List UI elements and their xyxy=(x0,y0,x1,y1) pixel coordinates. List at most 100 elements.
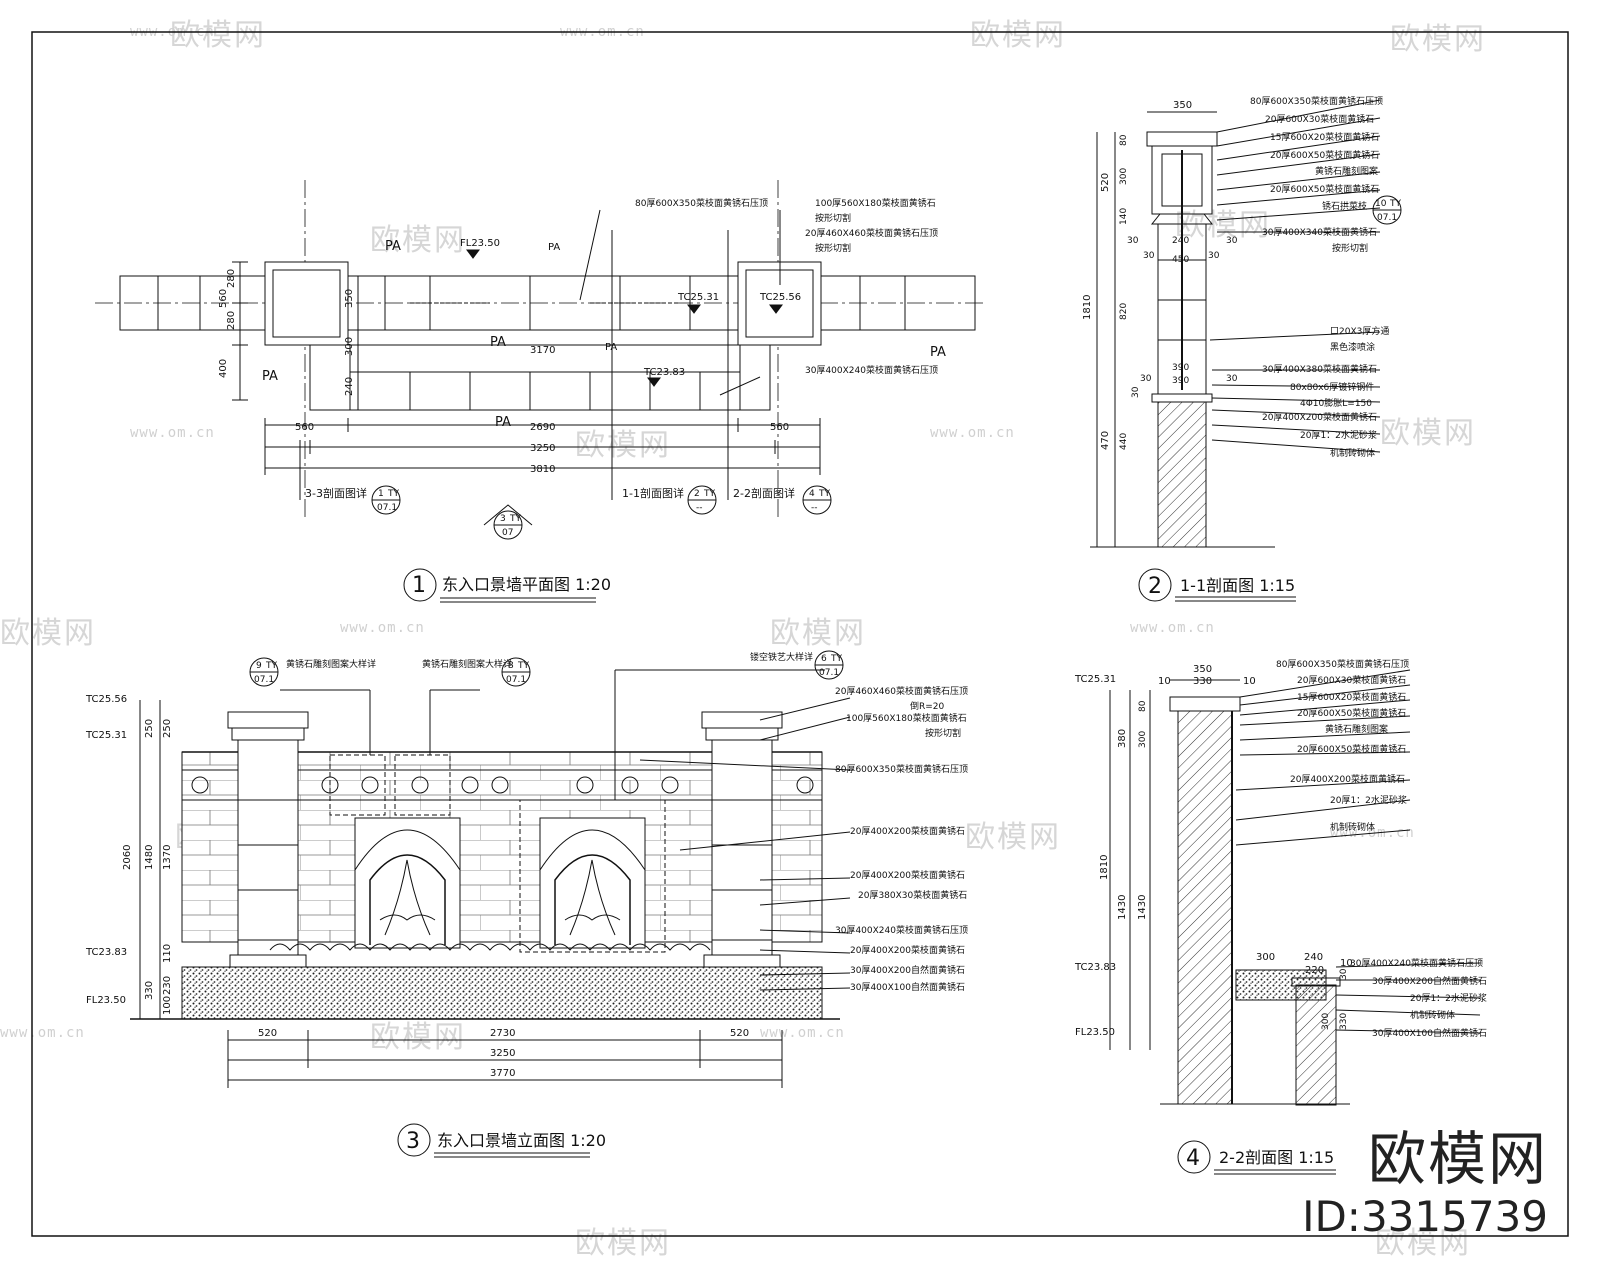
level-mark: TC25.31 xyxy=(677,292,719,303)
dim: 3250 xyxy=(490,1048,515,1059)
dim: 250 xyxy=(162,719,173,738)
dim: 80 xyxy=(1138,700,1148,712)
note: 20厚600X50菜枝面黄锈石 xyxy=(1297,743,1406,755)
section-ref: 3-3剖面图详 xyxy=(305,486,367,500)
note: 20厚400X200菜枝面黄锈石 xyxy=(850,944,965,956)
dim: 30 xyxy=(1208,251,1220,261)
dim: 2690 xyxy=(530,422,555,433)
dim: 350 xyxy=(1173,100,1192,111)
dim: 820 xyxy=(1119,303,1129,320)
zone-label: PA xyxy=(930,345,946,360)
dim: 10 xyxy=(1158,676,1171,687)
note: 口20X3厚方通 xyxy=(1330,325,1389,337)
note: 黑色漆喷涂 xyxy=(1330,341,1375,353)
note: 20厚1：2水泥砂浆 xyxy=(1330,794,1407,806)
note: 按形切割 xyxy=(815,212,851,224)
dim: 300 xyxy=(344,337,355,356)
dim: 280 xyxy=(226,311,237,330)
ref-code: TY xyxy=(265,661,277,671)
level-mark: TC25.31 xyxy=(85,730,127,741)
dim: 10 xyxy=(1340,958,1353,969)
level-mark: FL23.50 xyxy=(86,995,126,1006)
note: 80厚600X350菜枝面黄锈石压顶 xyxy=(1276,658,1409,670)
note: 20厚400X200菜枝面黄锈石 xyxy=(1262,411,1377,423)
plan-view xyxy=(95,180,985,603)
dim: 1810 xyxy=(1099,855,1110,880)
ref-sheet: -- xyxy=(696,503,703,513)
ref-num: 10 xyxy=(1375,199,1387,209)
ref-code: TY xyxy=(818,489,830,499)
dim: 300 xyxy=(1256,952,1275,963)
ref-text: 黄锈石雕刻图案大样详 xyxy=(286,658,376,670)
ref-sheet: -- xyxy=(811,503,818,513)
dim: 560 xyxy=(218,289,229,308)
note: 15厚600X20菜枝面黄锈石 xyxy=(1297,691,1406,703)
note: 100厚560X180菜枝面黄锈石 xyxy=(815,197,936,209)
dim: 440 xyxy=(1119,433,1129,450)
plan-text: 1 东入口景墙平面图 1:20 PA PA PA PA PA PA PA FL2… xyxy=(218,197,946,598)
ref-sheet: 07.1 xyxy=(377,503,397,513)
ref-num: 8 xyxy=(508,661,514,671)
dim: 2060 xyxy=(122,845,133,870)
note: 20厚1：2水泥砂浆 xyxy=(1410,992,1487,1004)
note: 30厚400X100自然面黄锈石 xyxy=(850,981,965,993)
dim: 3250 xyxy=(530,443,555,454)
dim: 1430 xyxy=(1117,895,1128,920)
ref-text: 黄锈石雕刻图案大样详 xyxy=(422,658,512,670)
dim: 250 xyxy=(144,719,155,738)
view-number: 4 xyxy=(1186,1146,1200,1171)
dim: 390 xyxy=(1172,376,1189,386)
note: 锈石拱菜枝 xyxy=(1322,200,1367,212)
dim: 470 xyxy=(1100,431,1111,450)
note: 30厚400X380菜枝面黄锈石 xyxy=(1262,363,1377,375)
dim: 380 xyxy=(1117,729,1128,748)
dim: 110 xyxy=(162,944,173,963)
note: 80厚600X350菜枝面黄锈石压顶 xyxy=(1250,95,1383,107)
elevation-text: 3 东入口景墙立面图 1:20 TC25.56 TC25.31 TC23.83 … xyxy=(85,651,968,1154)
view-number: 2 xyxy=(1148,574,1162,599)
dim: 300 xyxy=(1119,168,1129,185)
ref-num: 1 xyxy=(378,489,384,499)
dim: 1430 xyxy=(1137,895,1148,920)
dim: 140 xyxy=(1119,208,1129,225)
dim: 30 xyxy=(1127,236,1139,246)
level-mark: TC23.83 xyxy=(643,367,685,378)
level-mark: TC23.83 xyxy=(85,947,127,958)
dim: 390 xyxy=(1172,363,1189,373)
dim: 450 xyxy=(1172,255,1189,265)
dim: 30 xyxy=(1140,374,1152,384)
dim: 30 xyxy=(1226,374,1238,384)
ref-num: 9 xyxy=(256,661,262,671)
ref-code: TY xyxy=(387,489,399,499)
section-ref: 1-1剖面图详 xyxy=(622,486,684,500)
dim: 330 xyxy=(1193,676,1212,687)
note: 30厚400X100自然面黄锈石 xyxy=(1372,1027,1487,1039)
ref-sheet: 07 xyxy=(502,528,513,538)
dim: 1370 xyxy=(162,845,173,870)
note: 机制砖砌体 xyxy=(1410,1009,1455,1021)
note: 30厚400X200自然面黄锈石 xyxy=(850,964,965,976)
note: 黄锈石雕刻图案 xyxy=(1315,165,1378,177)
note: 20厚460X460菜枝面黄锈石压顶 xyxy=(805,227,938,239)
note: 100厚560X180菜枝面黄锈石 xyxy=(846,712,967,724)
zone-label: PA xyxy=(262,369,278,384)
ref-num: 4 xyxy=(809,489,815,499)
note: 20厚400X200菜枝面黄锈石 xyxy=(850,825,965,837)
note: 80厚600X350菜枝面黄锈石压顶 xyxy=(835,763,968,775)
zone-label: PA xyxy=(495,415,511,430)
dim: 560 xyxy=(770,422,789,433)
level-mark: TC23.83 xyxy=(1074,962,1116,973)
note: 30厚400X240菜枝面黄锈石压顶 xyxy=(835,924,968,936)
note: 20厚600X50菜枝面黄锈石 xyxy=(1270,183,1379,195)
note: 倒R=20 xyxy=(910,700,945,712)
ref-code: TY xyxy=(1389,199,1401,209)
dim: 30 xyxy=(1226,236,1238,246)
dim: 350 xyxy=(344,289,355,308)
view-number: 3 xyxy=(406,1129,420,1154)
view-title: 东入口景墙立面图 1:20 xyxy=(437,1131,606,1150)
dim: 80 xyxy=(1119,134,1129,146)
dim: 1810 xyxy=(1082,295,1093,320)
note: 30厚400X200自然面黄锈石 xyxy=(1372,975,1487,987)
view-number: 1 xyxy=(412,573,426,598)
